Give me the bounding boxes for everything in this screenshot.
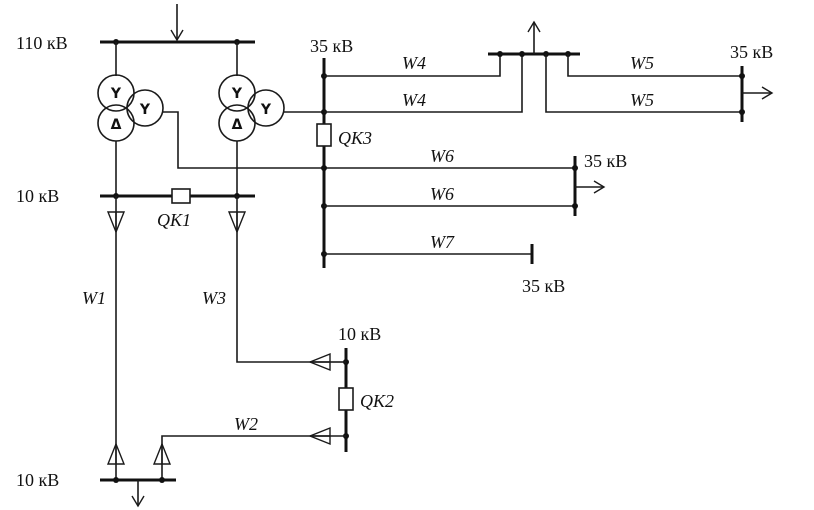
line-w3-label: W3 [202,288,226,308]
breaker-qk2 [338,387,354,411]
bus-35kv-right-top [739,66,774,122]
line-w4-upper-label: W4 [402,53,426,73]
bus-10kv-bottom-label: 10 кВ [16,470,59,490]
transformer-1: Y Δ Y [97,42,575,196]
breaker-qk1-label: QK1 [157,210,191,230]
breaker-qk3-label: QK3 [338,128,372,148]
line-w4 [324,54,523,113]
line-w5-upper-label: W5 [630,53,654,73]
line-w3 [227,196,331,372]
line-w1-label: W1 [82,288,106,308]
breaker-qk1 [171,188,191,204]
line-w6-upper-label: W6 [430,146,454,166]
star-winding-icon: Y [260,102,272,118]
line-w7-label: W7 [430,232,455,252]
delta-winding-icon: Δ [232,117,243,133]
bus-35kv-mid [572,156,606,216]
bus-35kv-right-top-label: 35 кВ [730,42,773,62]
bus-10kv-bottom [100,477,176,508]
bus-110kv-label: 110 кВ [16,33,68,53]
line-w5 [545,54,742,113]
line-w1 [106,196,126,478]
incoming-feed-arrow [170,4,184,42]
line-w5-lower-label: W5 [630,90,654,110]
transformer-2: Y Δ Y [218,42,324,196]
line-w6-lower-label: W6 [430,184,454,204]
line-w2-label: W2 [234,414,258,434]
line-w4-lower-label: W4 [402,90,426,110]
line-w2 [152,426,346,478]
breaker-qk3 [316,123,332,147]
bus-35kv-main [321,58,327,268]
bus-35kv-mid-label: 35 кВ [584,151,627,171]
line-w7 [324,244,534,264]
bus-10kv-main-label: 10 кВ [16,186,59,206]
bus-35kv-junction [488,20,580,57]
star-winding-icon: Y [110,86,122,102]
star-winding-icon: Y [231,86,243,102]
bus-10kv-main [100,193,255,199]
bus-35kv-bottom-label: 35 кВ [522,276,565,296]
breaker-qk2-label: QK2 [360,391,394,411]
delta-winding-icon: Δ [111,117,122,133]
star-winding-icon: Y [139,102,151,118]
bus-35kv-main-label: 35 кВ [310,36,353,56]
bus-10kv-right-label: 10 кВ [338,324,381,344]
